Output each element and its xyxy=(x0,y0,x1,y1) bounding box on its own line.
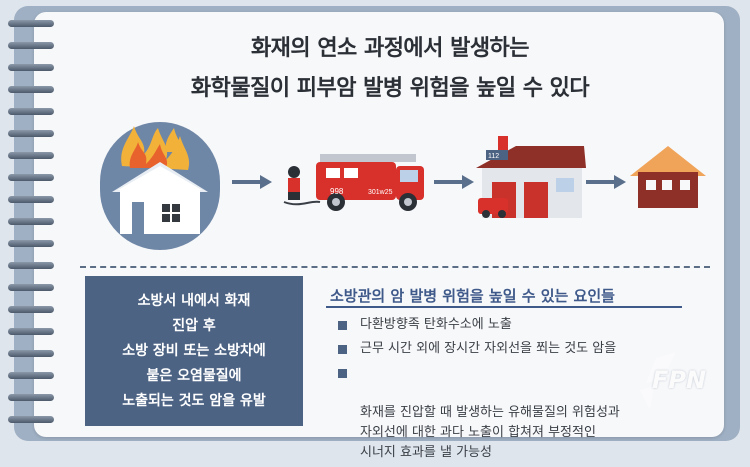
bullet-square-icon xyxy=(338,321,347,330)
list-item-text: 다환방향족 탄화수소에 노출 xyxy=(360,317,512,332)
info-line: 소방서 내에서 화재 xyxy=(137,292,251,309)
watermark-text: FPN xyxy=(652,366,707,394)
truck-label-side: 998 xyxy=(330,187,344,196)
arrow-right-icon xyxy=(586,174,626,189)
truck-label-cab: 301w25 xyxy=(368,189,393,196)
fire-truck-icon: 998 301w25 xyxy=(283,154,424,211)
fire-process-illustration: 998 301w25 112 xyxy=(90,112,710,262)
factors-underline xyxy=(326,306,682,308)
house-icon xyxy=(630,146,706,208)
notebook-spiral xyxy=(8,20,56,430)
list-item: 근무 시간 외에 장시간 자외선을 쬐는 것도 암을 xyxy=(338,339,698,359)
list-item-text: 화재를 진압할 때 발생하는 유해물질의 위험성과 자외선에 대한 과다 노출이… xyxy=(360,405,620,460)
headline-line-2: 화학물질이 피부암 발병 위험을 높일 수 있다 xyxy=(190,76,590,101)
arrow-right-icon xyxy=(232,174,272,189)
bullet-square-icon xyxy=(338,369,347,378)
factors-heading: 소방관의 암 발병 위험을 높일 수 있는 요인들 xyxy=(330,287,615,305)
arrow-right-icon xyxy=(434,174,474,189)
info-line: 붙은 오염물질에 xyxy=(146,367,242,384)
watermark-logo: FPN xyxy=(632,350,728,416)
bullet-square-icon xyxy=(338,345,347,354)
headline-line-1: 화재의 연소 과정에서 발생하는 xyxy=(250,36,530,61)
section-divider xyxy=(80,266,710,268)
list-item-text: 근무 시간 외에 장시간 자외선을 쬐는 것도 암을 xyxy=(360,341,617,356)
info-line: 노출되는 것도 암을 유발 xyxy=(122,392,266,409)
burning-house-icon xyxy=(100,122,220,252)
list-item: 다환방향족 탄화수소에 노출 xyxy=(338,315,698,335)
fire-station-icon: 112 xyxy=(476,136,586,218)
info-line: 진압 후 xyxy=(172,317,216,334)
factors-list: 다환방향족 탄화수소에 노출 근무 시간 외에 장시간 자외선을 쬐는 것도 암… xyxy=(338,315,698,467)
info-line: 소방 장비 또는 소방차에 xyxy=(122,342,266,359)
info-box: 소방서 내에서 화재 진압 후 소방 장비 또는 소방차에 붙은 오염물질에 노… xyxy=(85,276,303,426)
station-sign: 112 xyxy=(488,153,499,160)
